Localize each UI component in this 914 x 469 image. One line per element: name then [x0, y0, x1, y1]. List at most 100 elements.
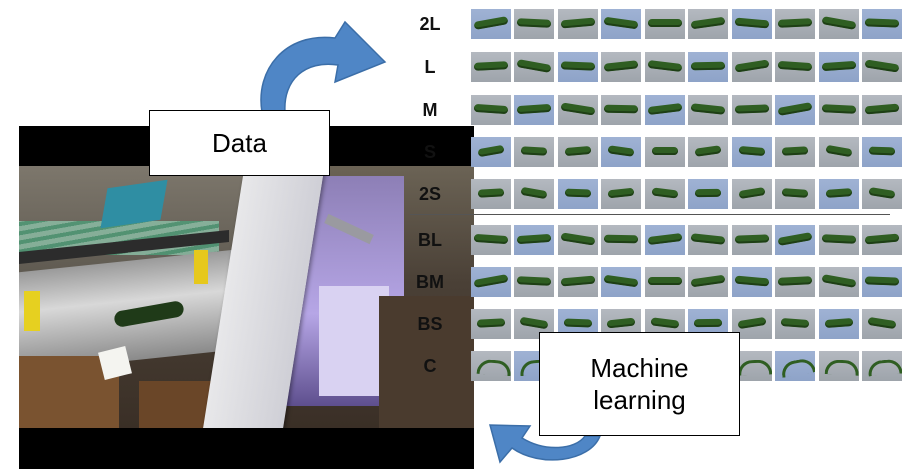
cucumber-thumbnail	[471, 9, 511, 39]
cucumber-thumbnail	[514, 179, 554, 209]
cucumber	[652, 147, 678, 155]
cucumber-thumbnail	[732, 179, 772, 209]
grade-label: M	[422, 100, 438, 120]
cucumber-thumbnail	[688, 95, 728, 125]
ml-callout-line1: Machine	[590, 352, 689, 383]
cucumber-thumbnail	[819, 95, 859, 125]
cucumber-thumbnail	[688, 179, 728, 209]
cucumber-thumbnail	[601, 179, 641, 209]
arrow-to-grid-icon	[260, 20, 387, 113]
cucumber-thumbnail	[819, 9, 859, 39]
grade-row: 2L	[399, 6, 914, 42]
cucumber-thumbnail	[471, 309, 511, 339]
cucumber-thumbnail	[558, 267, 598, 297]
cucumber-thumbnail	[775, 309, 815, 339]
grade-label: 2L	[419, 14, 441, 34]
cucumber-thumbnail	[601, 225, 641, 255]
cucumber-thumbnail	[775, 9, 815, 39]
grade-label: BL	[418, 230, 442, 250]
cucumber-thumbnail	[645, 225, 685, 255]
machine-learning-callout: Machine learning	[539, 332, 740, 436]
cucumber-thumbnail	[558, 95, 598, 125]
cucumber-thumbnail	[862, 179, 902, 209]
cucumber-thumbnail	[471, 179, 511, 209]
cucumber-thumbnail	[819, 351, 859, 381]
cucumber-thumbnail	[514, 225, 554, 255]
cucumber-thumbnail	[732, 225, 772, 255]
cucumber-thumbnail	[732, 137, 772, 167]
cucumber-thumbnail	[819, 52, 859, 82]
cucumber-thumbnail	[819, 225, 859, 255]
cucumber-thumbnail	[862, 9, 902, 39]
cucumber-thumbnail	[819, 309, 859, 339]
grade-row: 2S	[399, 176, 914, 212]
cucumber-thumbnail	[732, 267, 772, 297]
cucumber-thumbnail	[514, 137, 554, 167]
cucumber-thumbnail	[862, 351, 902, 381]
grade-row: BS	[399, 306, 914, 342]
cucumber-thumbnail	[862, 309, 902, 339]
cucumber-thumbnail	[471, 137, 511, 167]
cucumber	[648, 277, 682, 285]
cucumber-thumbnail	[514, 267, 554, 297]
cucumber-thumbnail	[819, 137, 859, 167]
cucumber-thumbnail	[645, 95, 685, 125]
cucumber-thumbnail	[775, 225, 815, 255]
cucumber-thumbnail	[514, 52, 554, 82]
cucumber-thumbnail	[688, 137, 728, 167]
data-callout-label: Data	[212, 127, 267, 158]
cucumber-thumbnail	[558, 52, 598, 82]
cucumber-thumbnail	[732, 9, 772, 39]
cucumber-thumbnail	[601, 267, 641, 297]
data-callout: Data	[149, 110, 330, 176]
cucumber-thumbnail	[862, 95, 902, 125]
cucumber-thumbnail	[471, 267, 511, 297]
cucumber-thumbnail	[558, 137, 598, 167]
cucumber-thumbnail	[862, 52, 902, 82]
cucumber-thumbnail	[471, 95, 511, 125]
cucumber-thumbnail	[514, 95, 554, 125]
cucumber-thumbnail	[775, 52, 815, 82]
cucumber-thumbnail	[558, 9, 598, 39]
cucumber-thumbnail	[688, 225, 728, 255]
grade-row: BL	[399, 222, 914, 258]
cucumber-thumbnail	[688, 9, 728, 39]
cucumber-thumbnail	[514, 9, 554, 39]
cucumber-thumbnail	[645, 9, 685, 39]
cucumber-thumbnail	[732, 52, 772, 82]
cucumber-thumbnail	[688, 267, 728, 297]
cucumber-thumbnail	[601, 52, 641, 82]
cucumber-thumbnail	[645, 267, 685, 297]
grade-row: BM	[399, 264, 914, 300]
grade-label: S	[423, 142, 436, 162]
cucumber-thumbnail	[862, 267, 902, 297]
cucumber-thumbnail	[732, 95, 772, 125]
cucumber-grade-grid: 2L L M S 2S BL BM BS C	[399, 0, 914, 386]
cucumber-thumbnail	[601, 95, 641, 125]
cucumber-thumbnail	[775, 179, 815, 209]
cucumber-thumbnail	[601, 137, 641, 167]
cucumber-thumbnail	[775, 95, 815, 125]
cucumber-thumbnail	[645, 52, 685, 82]
grade-row: M	[399, 92, 914, 128]
grid-divider	[410, 214, 890, 215]
cucumber-thumbnail	[862, 225, 902, 255]
cucumber-thumbnail	[601, 9, 641, 39]
cucumber-thumbnail	[645, 179, 685, 209]
grade-row: S	[399, 134, 914, 170]
cucumber-thumbnail	[471, 225, 511, 255]
grade-label: C	[423, 356, 437, 376]
cucumber-thumbnail	[862, 137, 902, 167]
cucumber-thumbnail	[558, 225, 598, 255]
grade-label: L	[424, 57, 436, 77]
cucumber-thumbnail	[819, 179, 859, 209]
grade-label: BS	[417, 314, 443, 334]
cucumber-thumbnail	[645, 137, 685, 167]
arrow-to-photo-icon	[489, 424, 602, 464]
cucumber-thumbnail	[775, 351, 815, 381]
cucumber-thumbnail	[558, 179, 598, 209]
cucumber-thumbnail	[775, 137, 815, 167]
cucumber-thumbnail	[819, 267, 859, 297]
ml-callout-line2: learning	[593, 385, 686, 415]
